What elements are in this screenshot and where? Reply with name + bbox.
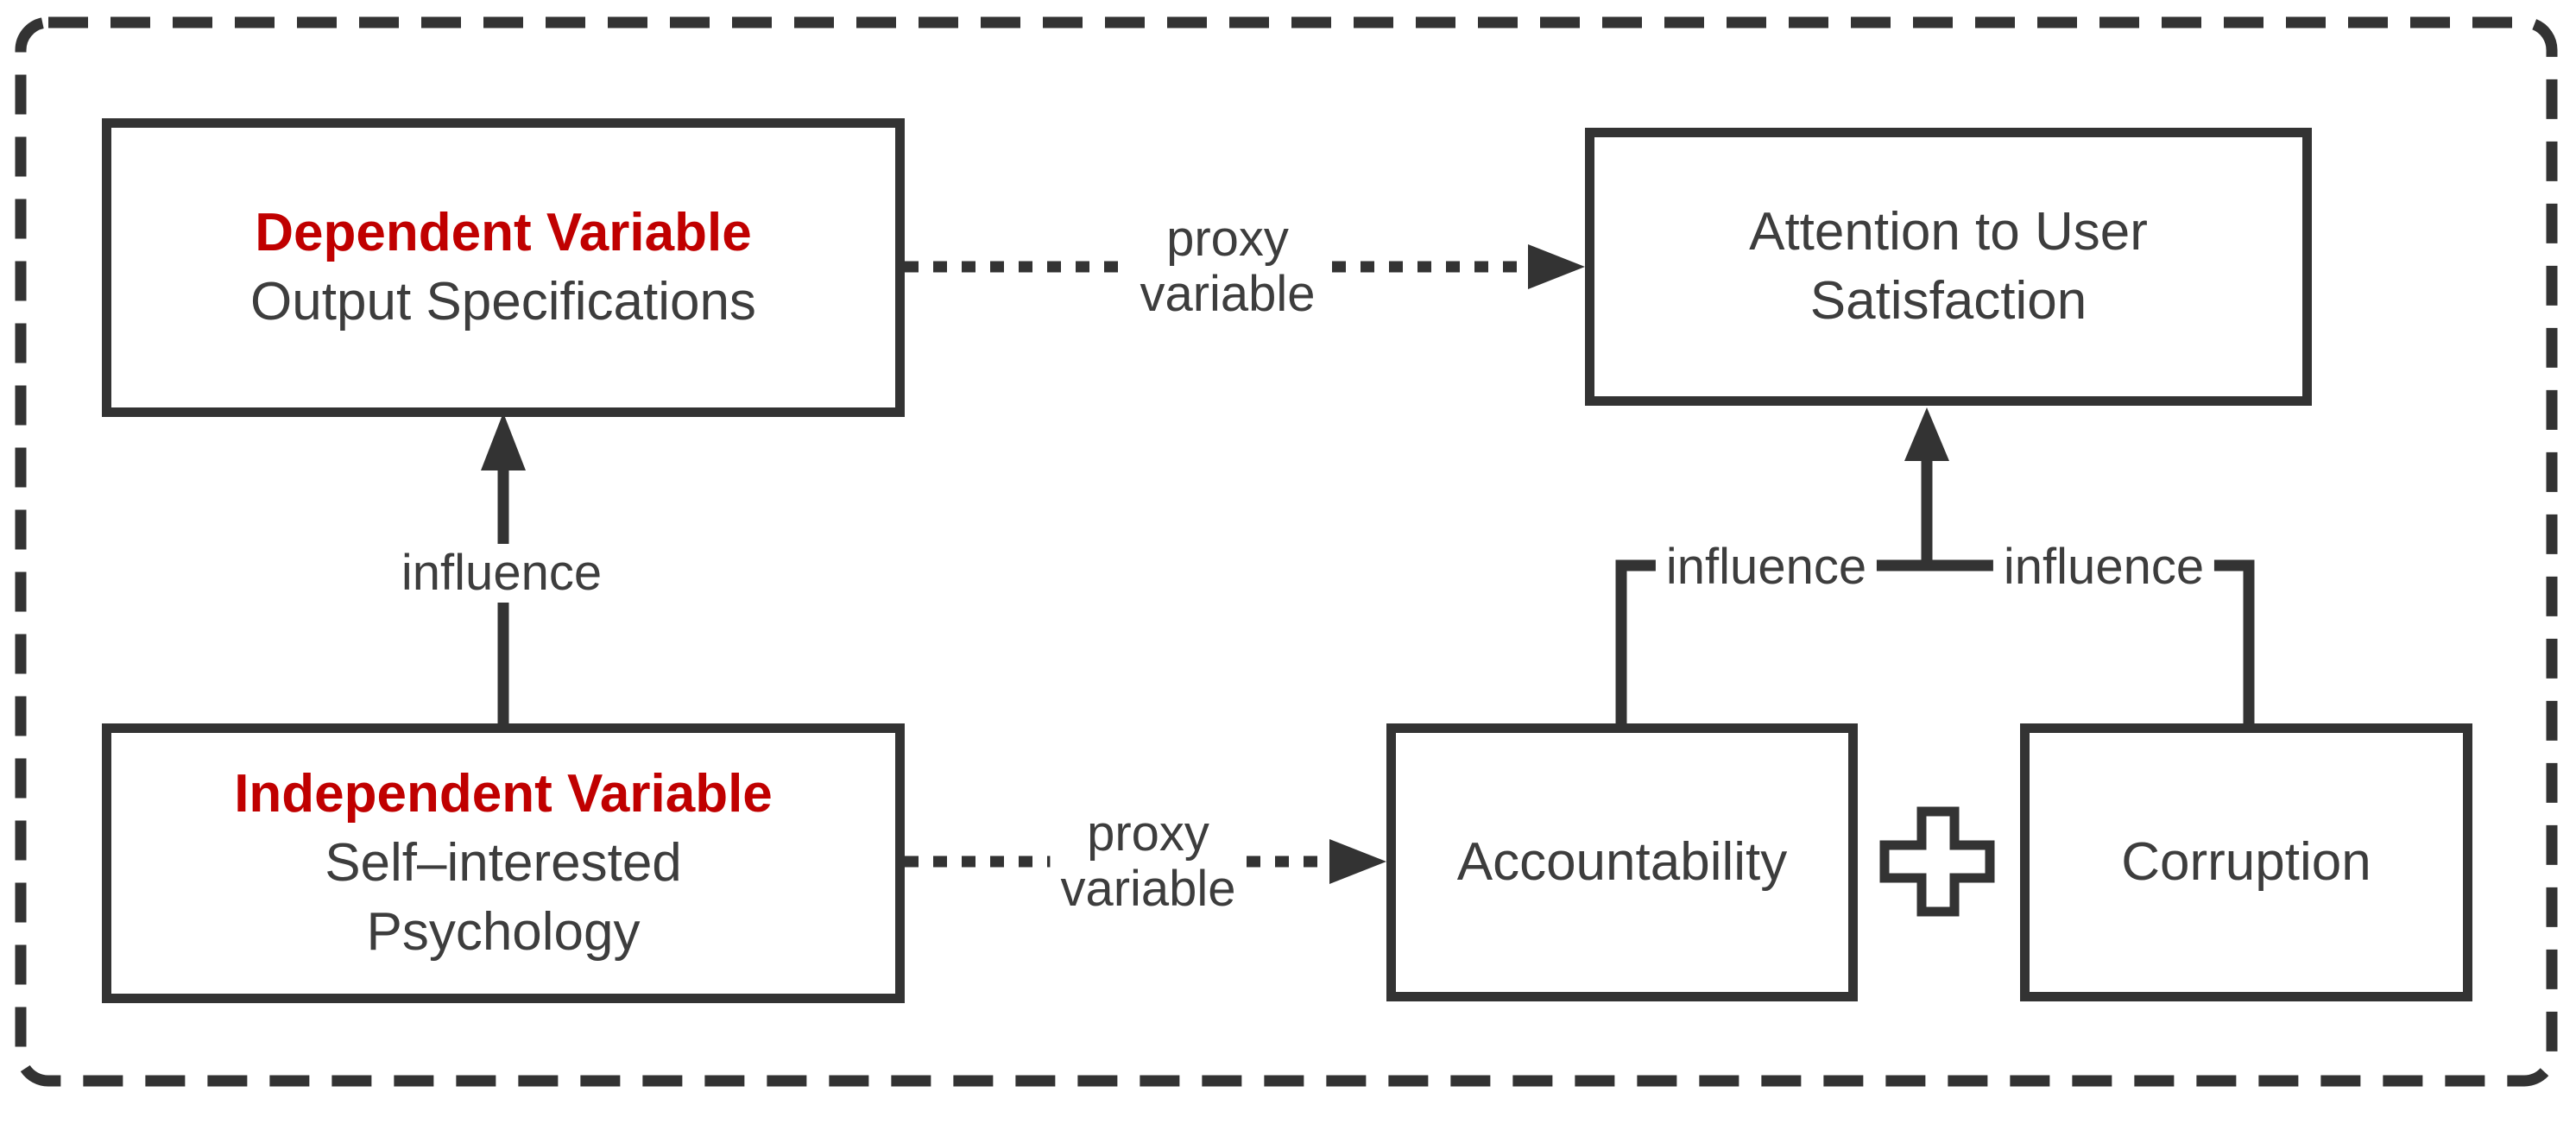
- corruption-box: Corruption: [2020, 723, 2472, 1001]
- proxy-arrow-top-head: [1528, 244, 1585, 289]
- independent-variable-subtitle-line2: Psychology: [366, 902, 641, 962]
- influence-label-corruption: influence: [1992, 538, 2215, 597]
- influence-arrow-center-head: [1904, 407, 1949, 461]
- attention-box-line2: Satisfaction: [1809, 271, 2087, 331]
- influence-label-accountability: influence: [1655, 538, 1878, 597]
- accountability-label: Accountability: [1456, 832, 1788, 892]
- independent-variable-box: Independent Variable Self–interested Psy…: [102, 723, 905, 1003]
- influence-arrow-left-head: [481, 413, 526, 470]
- proxy-variable-label-bottom-line1: proxy: [1087, 805, 1209, 862]
- influence-label-left: influence: [390, 544, 613, 603]
- attention-to-user-satisfaction-box: Attention to User Satisfaction: [1585, 128, 2312, 406]
- dependent-variable-title: Dependent Variable: [255, 203, 752, 262]
- attention-box-line1: Attention to User: [1749, 202, 2148, 262]
- dependent-variable-subtitle: Output Specifications: [250, 272, 756, 332]
- proxy-variable-label-top: proxy variable: [1129, 210, 1326, 324]
- proxy-variable-label-top-line1: proxy: [1166, 211, 1289, 267]
- outer-dashed-border: [15, 16, 2558, 1087]
- dependent-variable-box: Dependent Variable Output Specifications: [102, 118, 905, 417]
- corruption-label: Corruption: [2121, 832, 2371, 892]
- independent-variable-title: Independent Variable: [234, 764, 773, 824]
- proxy-arrow-bottom-head: [1329, 839, 1386, 884]
- proxy-variable-label-top-line2: variable: [1140, 266, 1316, 322]
- influence-elbow-connector: [1615, 559, 2255, 723]
- accountability-box: Accountability: [1386, 723, 1858, 1001]
- proxy-variable-label-bottom-line2: variable: [1060, 861, 1236, 917]
- independent-variable-subtitle-line1: Self–interested: [325, 833, 682, 893]
- plus-icon: [1879, 806, 1995, 917]
- proxy-variable-label-bottom: proxy variable: [1050, 805, 1247, 919]
